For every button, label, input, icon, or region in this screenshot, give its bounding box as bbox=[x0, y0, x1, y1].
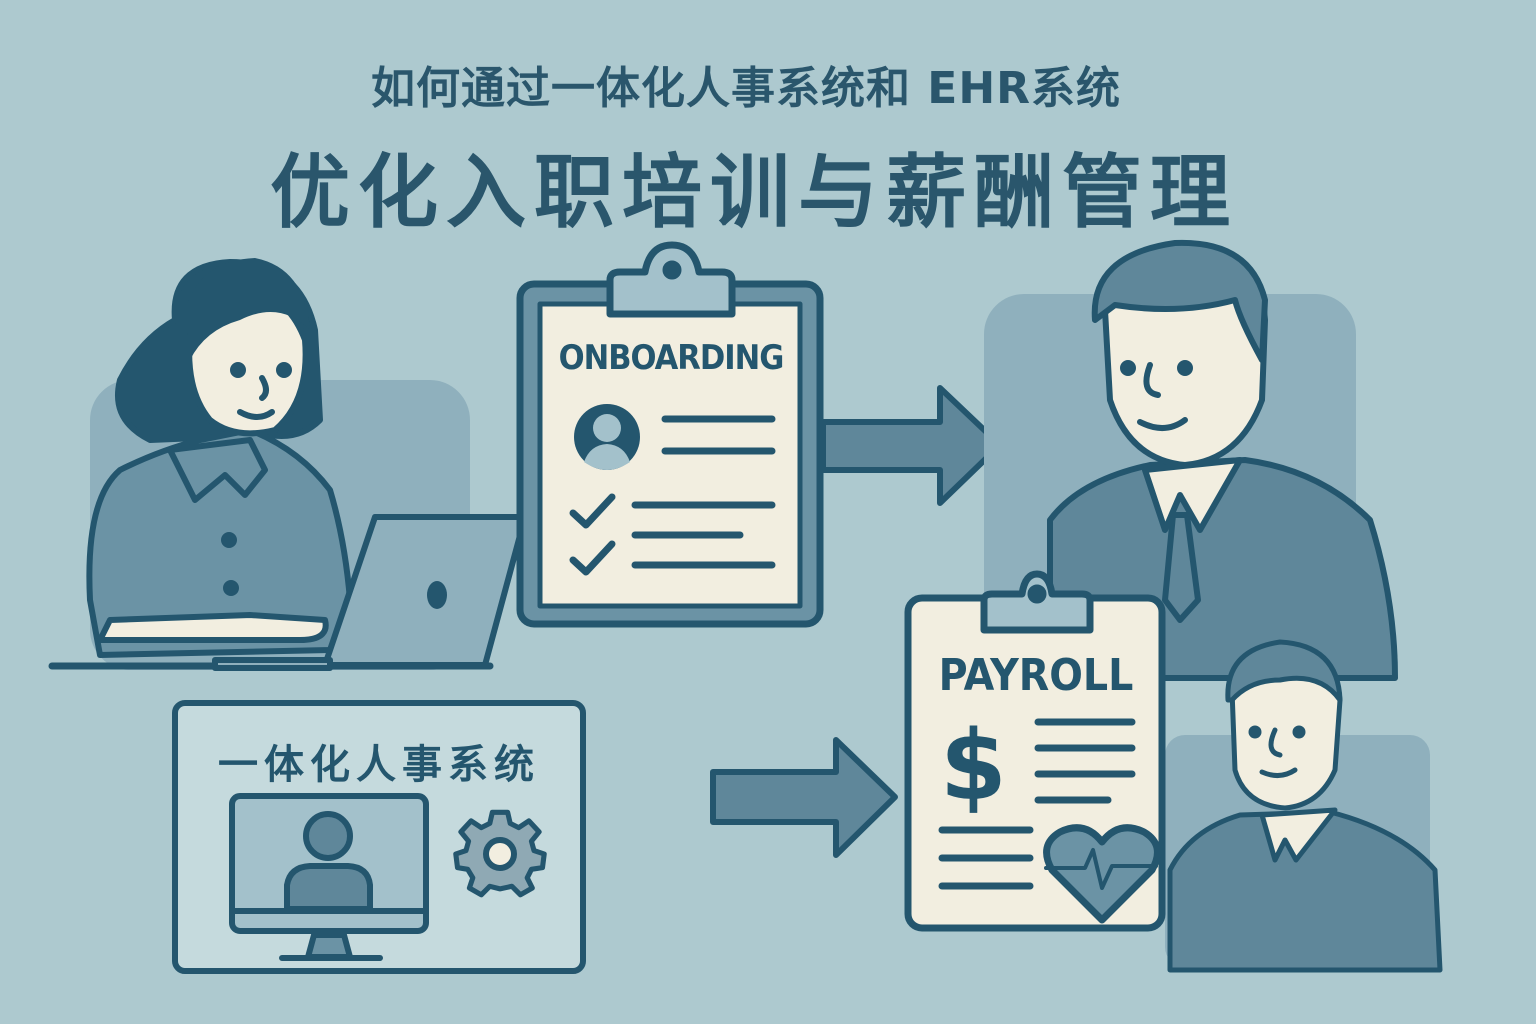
heart-pulse-icon bbox=[1043, 824, 1161, 924]
monitor-user-icon bbox=[229, 793, 429, 961]
gear-icon bbox=[453, 809, 547, 898]
arrow-right-icon bbox=[710, 737, 898, 858]
businessman-small-figure bbox=[1167, 639, 1443, 973]
woman-at-laptop-figure bbox=[86, 258, 353, 658]
onboarding-label: ONBOARDING bbox=[558, 338, 785, 378]
page-subtitle: 如何通过一体化人事系统和 EHR系统 bbox=[370, 63, 1122, 114]
payroll-label: PAYROLL bbox=[938, 650, 1134, 701]
arrow-right-icon bbox=[820, 385, 1003, 506]
dollar-icon: $ bbox=[940, 710, 1007, 822]
hr-system-card bbox=[172, 700, 586, 974]
payroll-clipboard bbox=[904, 570, 1166, 932]
businessman-large-figure bbox=[1047, 239, 1398, 681]
page-title: 优化入职培训与薪酬管理 bbox=[270, 146, 1238, 239]
onboarding-clipboard bbox=[516, 241, 824, 628]
checkmark-icon bbox=[569, 493, 616, 529]
laptop-icon bbox=[212, 514, 528, 671]
hr-system-label: 一体化人事系统 bbox=[218, 742, 540, 788]
checkmark-icon bbox=[569, 540, 616, 576]
